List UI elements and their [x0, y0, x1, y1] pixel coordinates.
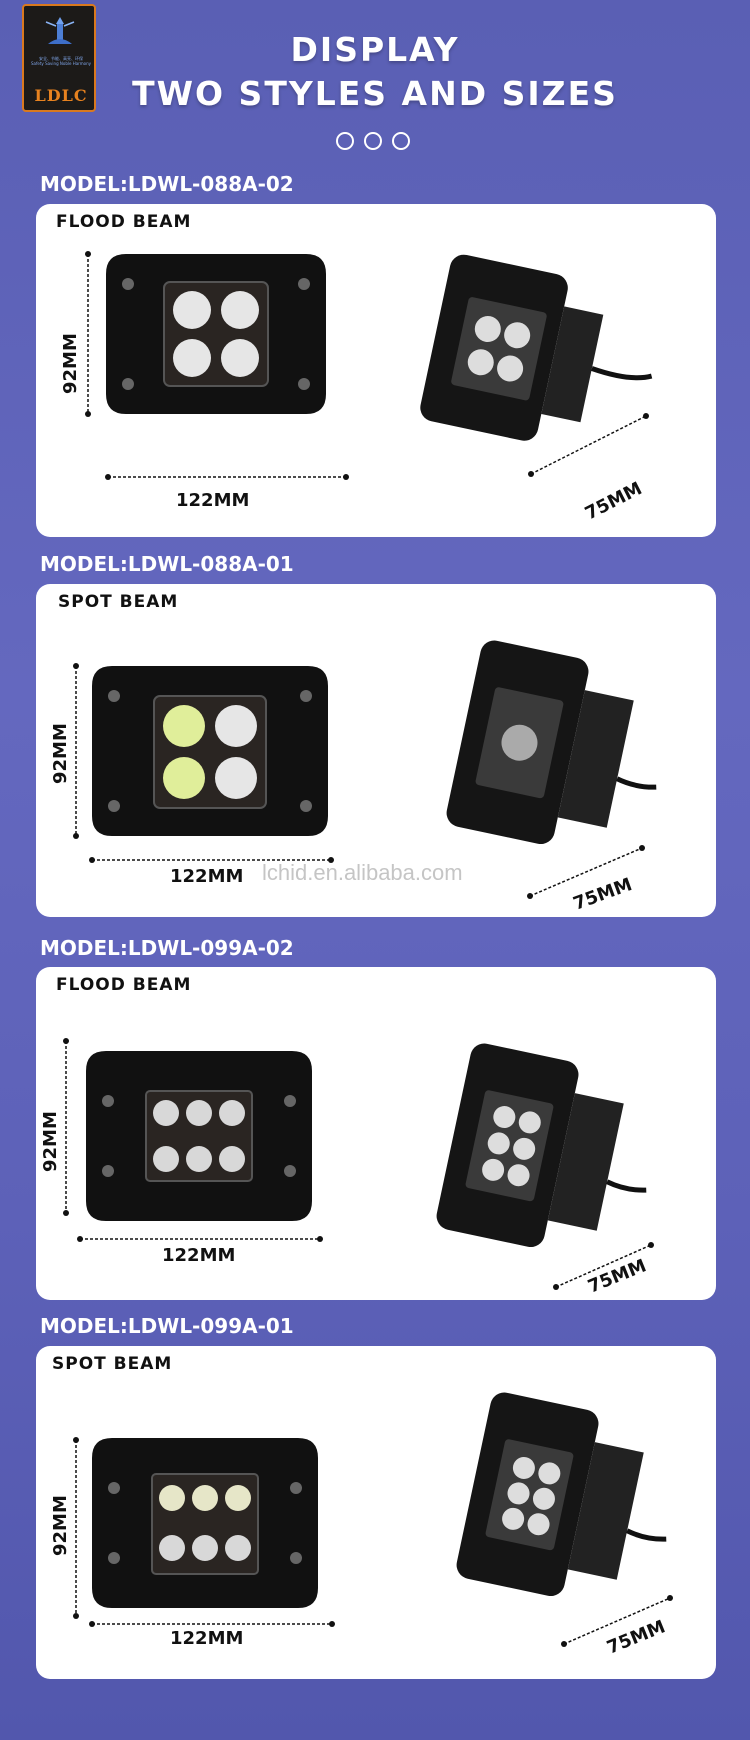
- depth-label: 75MM: [604, 1616, 668, 1658]
- side-view-lamp: [456, 1392, 667, 1597]
- page-title: DISPLAY: [290, 30, 460, 69]
- dot-icon: [336, 132, 354, 150]
- side-view-lamp: [446, 640, 657, 845]
- page-subtitle: TWO STYLES AND SIZES: [132, 74, 618, 113]
- product-card: SPOT BEAM 92MM 122MM 75MM: [36, 1346, 716, 1679]
- brand-mark: LDLC: [34, 86, 88, 105]
- height-label: 92MM: [40, 1111, 61, 1172]
- product-card: SPOT BEAM 92MM 122MM 75MM: [36, 584, 716, 917]
- width-label: 122MM: [176, 490, 249, 511]
- product-drawing-4: 92MM 122MM 75MM: [50, 1392, 673, 1659]
- product-drawing-1: 92MM 122MM 75MM: [60, 251, 653, 524]
- side-view-lamp: [420, 254, 653, 441]
- brand-logo: 安全、节能、高亮、环保 Safety Saving Noble Harmony …: [22, 4, 96, 112]
- lighthouse-emblem-icon: [44, 14, 76, 50]
- dot-icon: [364, 132, 382, 150]
- depth-label: 75MM: [571, 874, 635, 915]
- height-label: 92MM: [60, 333, 81, 394]
- width-label: 122MM: [170, 1628, 243, 1649]
- side-view-lamp: [436, 1043, 647, 1248]
- beam-type: SPOT BEAM: [58, 592, 179, 612]
- beam-type: SPOT BEAM: [52, 1354, 173, 1374]
- beam-type: FLOOD BEAM: [56, 975, 192, 995]
- depth-label: 75MM: [585, 1255, 649, 1297]
- brand-tagline: 安全、节能、高亮、环保 Safety Saving Noble Harmony: [31, 56, 91, 66]
- product-drawing-3: 92MM 122MM 75MM: [40, 1038, 654, 1298]
- model-label: MODEL:LDWL-099A-02: [40, 936, 294, 960]
- width-label: 122MM: [170, 866, 243, 887]
- watermark: lchid.en.alibaba.com: [262, 860, 463, 885]
- front-view-lamp: [86, 1051, 312, 1221]
- beam-type: FLOOD BEAM: [56, 212, 192, 232]
- model-label: MODEL:LDWL-099A-01: [40, 1314, 294, 1338]
- carousel-dots: [336, 132, 416, 152]
- model-label: MODEL:LDWL-088A-02: [40, 172, 294, 196]
- product-card: FLOOD BEAM 92MM 122MM 75MM: [36, 967, 716, 1300]
- product-card: FLOOD BEAM 92MM 122MM 75MM: [36, 204, 716, 537]
- height-label: 92MM: [50, 723, 71, 784]
- height-label: 92MM: [50, 1495, 71, 1556]
- model-label: MODEL:LDWL-088A-01: [40, 552, 294, 576]
- width-label: 122MM: [162, 1245, 235, 1266]
- front-view-lamp: [92, 1438, 318, 1608]
- dot-icon: [392, 132, 410, 150]
- front-view-lamp: [106, 254, 326, 414]
- product-drawing-2: 92MM 122MM 75MM: [50, 640, 657, 915]
- front-view-lamp: [92, 666, 328, 836]
- depth-label: 75MM: [582, 478, 646, 524]
